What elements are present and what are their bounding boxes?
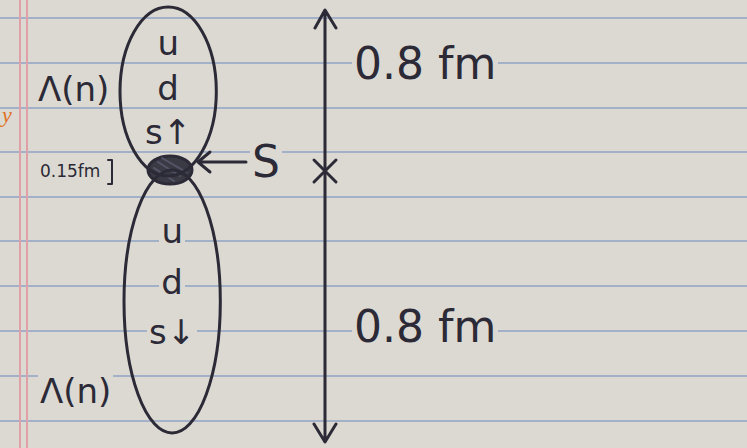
baryon-oval: ud s↓ [122, 168, 222, 435]
quark-label: u [159, 214, 185, 248]
quark-label: u [155, 26, 181, 60]
handwritten-label: Λ(n) [38, 374, 113, 408]
quark-label: d [159, 265, 185, 299]
handwritten-label: 0.15fm [38, 163, 102, 180]
quark-label: s↓ [147, 315, 197, 349]
ruled-lines [0, 18, 747, 421]
size-bracket [108, 160, 112, 184]
dimension-line [314, 10, 336, 442]
handwritten-label: S [250, 140, 282, 184]
pointer-arrow [198, 152, 246, 172]
quark-label: d [155, 71, 181, 105]
baryon-oval: ud s↑ [118, 5, 218, 178]
handwritten-label: y [0, 104, 14, 126]
handwritten-label: 0.8 fm [352, 305, 498, 349]
midpoint-mark [314, 160, 336, 182]
handwritten-label: Λ(n) [36, 72, 111, 106]
margin-lines [20, 0, 27, 448]
handwritten-label: 0.8 fm [352, 42, 498, 86]
quark-label: s↑ [143, 115, 193, 149]
oval-outline [122, 168, 222, 435]
